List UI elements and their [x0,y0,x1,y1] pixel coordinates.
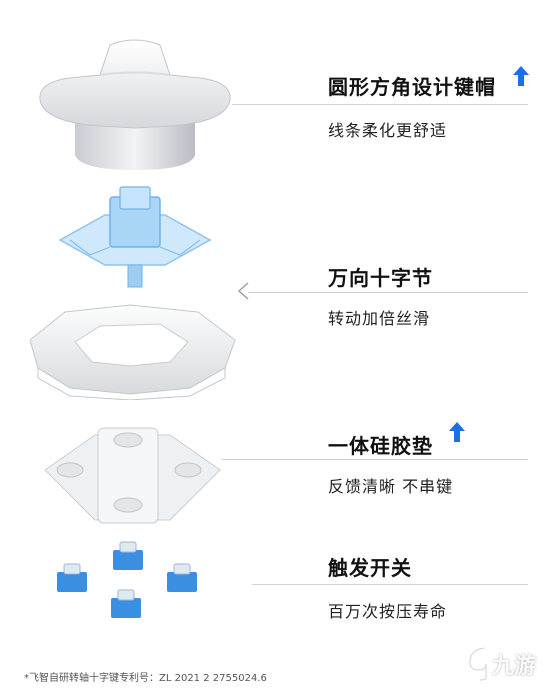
feature-title-keycap: 圆形方角设计键帽 [328,75,496,99]
feature-subtitle-switch: 百万次按压寿命 [328,602,448,621]
watermark: 九游 [466,644,546,688]
switch-bottom [111,589,141,618]
up-arrow-icon [513,66,529,86]
watermark-logo-icon [467,646,488,682]
keycap-image [39,39,231,170]
cross-joint-image [58,186,212,288]
chevron-left-icon [237,282,249,300]
patent-footnote: *飞智自研转轴十字键专利号：ZL 2021 2 2755024.6 [24,673,267,684]
feature-divider-3 [222,459,528,460]
switch-top [113,541,143,570]
silicone-pad-image [44,427,221,524]
watermark-text: 九游 [492,654,537,679]
feature-divider-4 [252,584,528,585]
feature-divider-2 [248,292,528,293]
feature-subtitle-cross: 转动加倍丝滑 [328,309,431,328]
trigger-switches-image [57,541,197,618]
switch-right [167,563,197,592]
ring-bracket-image [29,304,236,400]
feature-divider-1 [232,104,528,105]
feature-subtitle-silicone: 反馈清晰 不串键 [328,477,454,496]
feature-subtitle-keycap: 线条柔化更舒适 [328,121,448,140]
switch-left [57,563,87,592]
up-arrow-icon [449,422,465,442]
feature-title-silicone: 一体硅胶垫 [328,434,433,458]
feature-title-switch: 触发开关 [328,556,412,580]
feature-title-cross: 万向十字节 [328,266,433,290]
